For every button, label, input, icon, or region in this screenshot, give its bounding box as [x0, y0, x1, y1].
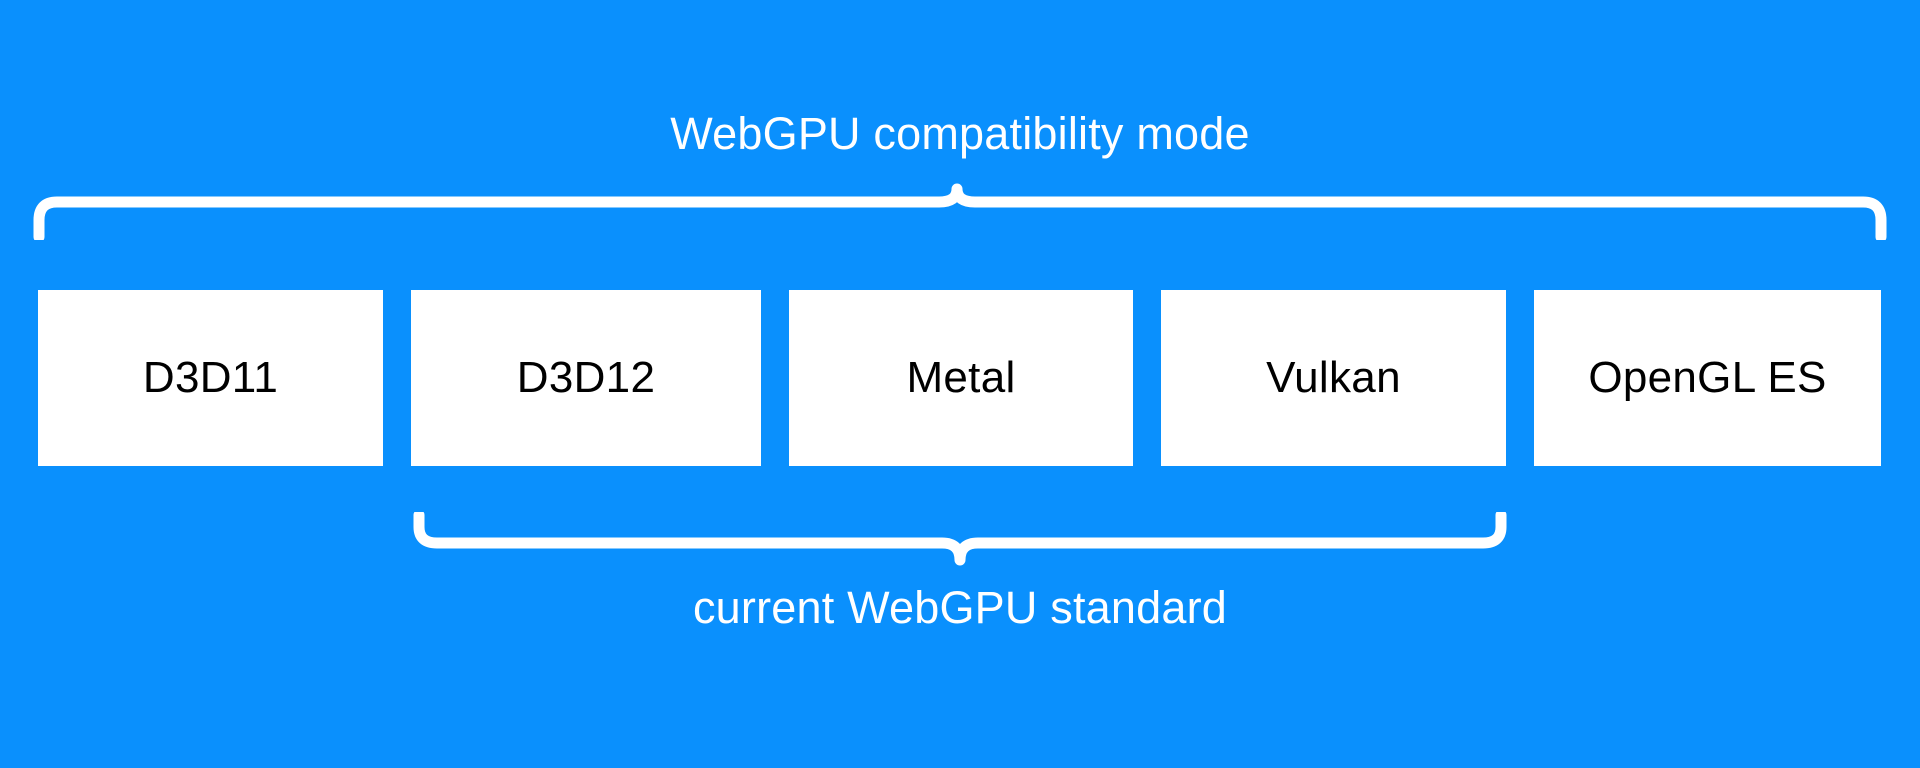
backend-box-vulkan[interactable]: Vulkan: [1161, 290, 1506, 466]
top-brace-icon: [33, 183, 1887, 240]
backend-box-label: D3D12: [516, 353, 656, 402]
backend-box-label: Metal: [906, 353, 1016, 402]
bottom-brace-icon: [413, 512, 1507, 566]
backend-box-label: Vulkan: [1266, 353, 1401, 402]
top-brace-label: WebGPU compatibility mode: [670, 108, 1250, 159]
backend-box-row: D3D11 D3D12 Metal Vulkan OpenGL ES: [38, 290, 1882, 466]
backend-box-d3d12[interactable]: D3D12: [411, 290, 761, 466]
backend-box-metal[interactable]: Metal: [789, 290, 1133, 466]
bottom-brace-label: current WebGPU standard: [692, 582, 1227, 633]
backend-box-d3d11[interactable]: D3D11: [38, 290, 383, 466]
backend-box-opengl-es[interactable]: OpenGL ES: [1534, 290, 1881, 466]
backend-box-label: OpenGL ES: [1588, 353, 1827, 402]
backend-box-label: D3D11: [142, 353, 279, 402]
